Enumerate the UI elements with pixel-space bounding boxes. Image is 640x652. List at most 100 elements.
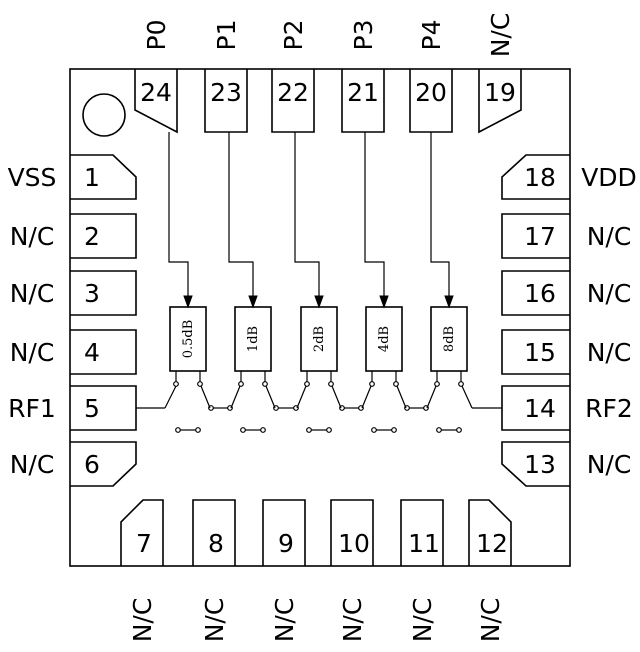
pin-label: N/C — [10, 222, 55, 251]
pin-number: 11 — [408, 529, 440, 558]
pin-pad — [468, 499, 512, 566]
control-line — [228, 132, 254, 296]
pin-label: N/C — [10, 450, 55, 479]
pin-8: 8N/C — [192, 499, 236, 642]
attenuator-label: 8dB — [442, 326, 457, 352]
node — [423, 405, 429, 411]
pin-number: 5 — [84, 394, 100, 423]
bypass-contact — [306, 427, 312, 433]
pin-pad — [120, 499, 164, 566]
pin-pad — [70, 213, 137, 259]
pin-label: N/C — [476, 598, 505, 643]
pin-number: 4 — [84, 338, 100, 367]
pin-label: N/C — [338, 598, 367, 643]
pin-label: N/C — [128, 598, 157, 643]
pin-number: 6 — [84, 450, 100, 479]
attenuator-3: 2dB — [294, 132, 338, 433]
switch-blade — [426, 385, 437, 409]
attenuator-box — [300, 306, 338, 372]
bypass-contact — [456, 427, 462, 433]
pin-label: N/C — [10, 338, 55, 367]
pin-number: 15 — [524, 338, 556, 367]
attenuator-2: 1dB — [228, 132, 272, 433]
package-outline — [69, 68, 571, 567]
switch-blade — [265, 385, 276, 409]
switch-blade — [164, 385, 177, 409]
pin-number: 8 — [208, 529, 224, 558]
pin-label: N/C — [10, 279, 55, 308]
control-arrow — [444, 295, 454, 309]
attenuator-box — [365, 306, 403, 372]
control-line — [294, 132, 320, 296]
bypass-contact — [195, 427, 201, 433]
contact — [369, 381, 375, 387]
attenuator-label: 1dB — [246, 326, 261, 352]
pin-4: 4 N/C — [10, 329, 137, 375]
pin-number: 1 — [84, 163, 100, 192]
pin-number: 18 — [524, 163, 556, 192]
pin-pad — [70, 385, 137, 431]
bypass-contact — [240, 427, 246, 433]
pin-number: 17 — [524, 222, 556, 251]
pin-10: 10N/C — [330, 499, 374, 643]
attenuator-4: 4dB — [364, 132, 403, 433]
pin-pad — [70, 441, 137, 487]
attenuator-box — [430, 306, 468, 372]
pin-3: 3 N/C — [10, 270, 137, 316]
node — [227, 405, 233, 411]
pin-17: 17 N/C — [501, 213, 632, 259]
attenuator-box — [169, 306, 207, 372]
node — [358, 405, 364, 411]
contact — [393, 381, 399, 387]
pin-pad — [330, 499, 374, 566]
pin-9: 9N/C — [262, 499, 306, 643]
bypass-contact — [436, 427, 442, 433]
pin-label: N/C — [587, 222, 632, 251]
contact — [458, 381, 464, 387]
pin-label: N/C — [587, 450, 632, 479]
control-arrow — [248, 295, 258, 309]
attenuator-label: 2dB — [312, 326, 327, 352]
pin-7: 7N/C — [120, 499, 164, 643]
pin-pad — [204, 69, 248, 133]
pin-number: 16 — [524, 279, 556, 308]
pin-pad — [501, 213, 570, 259]
switch-blade — [396, 385, 407, 409]
pin-number: 7 — [136, 529, 152, 558]
attenuator-label: 4dB — [377, 326, 392, 352]
pin-16: 16 N/C — [501, 270, 632, 316]
pin-6: 6 N/C — [10, 441, 137, 487]
contact — [173, 381, 179, 387]
pin-label: P1 — [212, 20, 241, 51]
control-arrow — [379, 295, 389, 309]
pin-label: P2 — [279, 20, 308, 51]
pin-number: 19 — [484, 78, 516, 107]
pin-label: VDD — [581, 163, 637, 192]
pin-pad — [70, 270, 137, 316]
attenuator-box — [234, 306, 272, 372]
pin-pad — [501, 270, 570, 316]
pin-label: P4 — [417, 20, 446, 51]
bypass-contact — [391, 427, 397, 433]
pin-number: 3 — [84, 279, 100, 308]
control-line — [430, 132, 450, 296]
node — [293, 405, 299, 411]
pin-pad — [271, 69, 315, 133]
pin-19: 19N/C — [478, 13, 522, 134]
pin-label: N/C — [408, 598, 437, 643]
pin-number: 10 — [338, 529, 370, 558]
pin-pad — [501, 154, 570, 200]
pin-label: N/C — [270, 598, 299, 643]
switch-blade — [361, 385, 372, 409]
pin-pad — [501, 441, 570, 487]
pin-label: N/C — [587, 279, 632, 308]
pin-label: N/C — [587, 338, 632, 367]
control-arrow — [314, 295, 324, 309]
